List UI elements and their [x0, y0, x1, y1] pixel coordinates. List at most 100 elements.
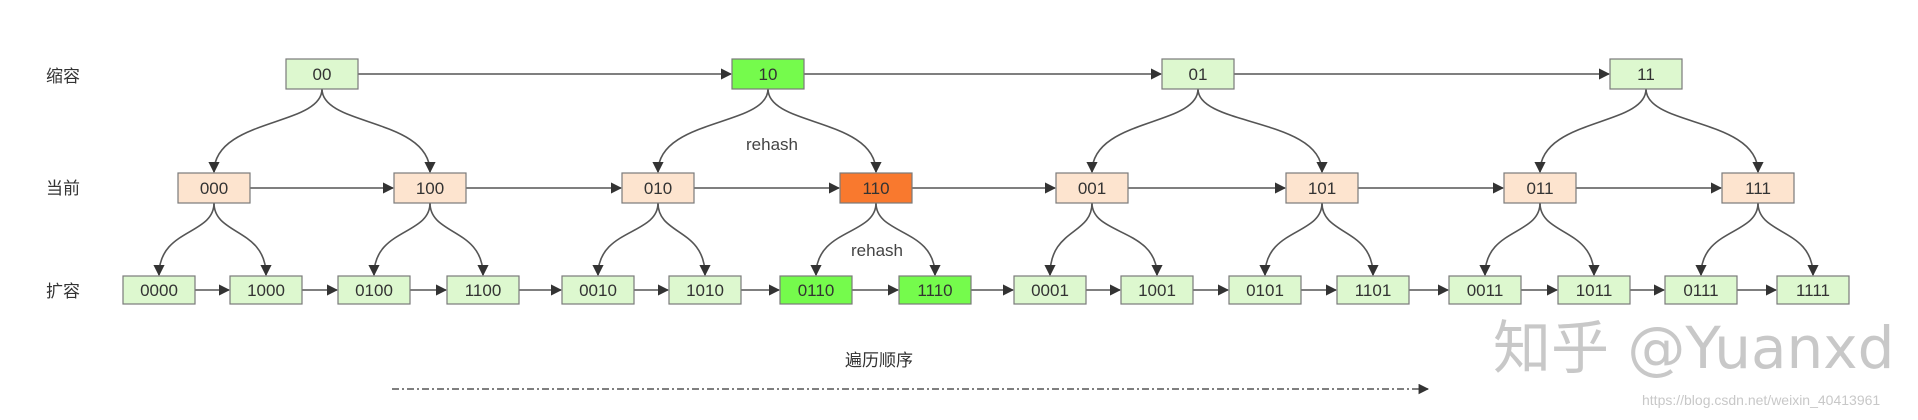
- edge-shrink-to-current: [652, 88, 769, 174]
- row-label-current: 当前: [46, 179, 80, 199]
- node-box: [1721, 172, 1795, 204]
- node-current-111: 111: [1721, 172, 1795, 204]
- edge-current-to-expand: [592, 202, 659, 277]
- node-current-011: 011: [1503, 172, 1577, 204]
- node-label: 011: [1526, 179, 1553, 198]
- node-label: 1000: [247, 281, 285, 300]
- node-label: 1101: [1355, 281, 1392, 300]
- node-shrink-00: 00: [285, 58, 359, 90]
- edge-current-to-expand: [1091, 202, 1163, 277]
- node-shrink-01: 01: [1161, 58, 1235, 90]
- node-expand-0101: 0101: [1228, 275, 1302, 305]
- node-box: [839, 172, 913, 204]
- node-current-001: 001: [1055, 172, 1129, 204]
- node-expand-1101: 1101: [1336, 275, 1410, 305]
- node-box: [1557, 275, 1631, 305]
- node-box: [446, 275, 520, 305]
- node-expand-1100: 1100: [446, 275, 520, 305]
- node-current-110: 110: [839, 172, 913, 204]
- node-box: [177, 172, 251, 204]
- node-expand-1000: 1000: [229, 275, 303, 305]
- node-expand-0010: 0010: [561, 275, 635, 305]
- edge-shrink-to-current: [208, 88, 323, 174]
- node-box: [668, 275, 742, 305]
- node-box: [1161, 58, 1235, 90]
- node-box: [1609, 58, 1683, 90]
- node-label: 111: [1745, 179, 1771, 198]
- node-box: [1503, 172, 1577, 204]
- node-box: [1228, 275, 1302, 305]
- row-label-expand: 扩容: [46, 282, 80, 302]
- node-box: [1120, 275, 1194, 305]
- node-box: [561, 275, 635, 305]
- node-label: 0111: [1683, 281, 1718, 300]
- node-label: 100: [416, 179, 444, 198]
- node-label: 0101: [1246, 281, 1284, 300]
- node-label: 1001: [1138, 281, 1176, 300]
- node-label: 0100: [355, 281, 393, 300]
- edge-current-to-expand: [1479, 202, 1541, 277]
- node-label: 1011: [1576, 281, 1613, 300]
- node-expand-1110: 1110: [898, 275, 972, 305]
- node-expand-0110: 0110: [779, 275, 853, 305]
- node-box: [1285, 172, 1359, 204]
- node-box: [285, 58, 359, 90]
- node-label: 0000: [140, 281, 178, 300]
- node-box: [1336, 275, 1410, 305]
- node-current-100: 100: [393, 172, 467, 204]
- edge-current-to-expand: [213, 202, 272, 277]
- node-box: [621, 172, 695, 204]
- node-expand-1001: 1001: [1120, 275, 1194, 305]
- node-label: 0001: [1031, 281, 1069, 300]
- node-label: 00: [313, 65, 332, 84]
- edge-current-to-expand: [657, 202, 711, 277]
- edge-current-to-expand: [368, 202, 431, 277]
- edge-shrink-to-current: [1645, 88, 1764, 174]
- node-box: [779, 275, 853, 305]
- edge-current-to-expand: [810, 202, 877, 277]
- node-label: 1010: [686, 281, 724, 300]
- edge-current-to-expand: [1539, 202, 1600, 277]
- edge-current-to-expand: [1259, 202, 1323, 277]
- node-box: [1448, 275, 1522, 305]
- node-current-000: 000: [177, 172, 251, 204]
- node-expand-0000: 0000: [122, 275, 196, 305]
- node-expand-0001: 0001: [1013, 275, 1087, 305]
- node-label: 1111: [1796, 281, 1830, 300]
- node-box: [229, 275, 303, 305]
- watermark-url: https://blog.csdn.net/weixin_40413961: [1642, 392, 1880, 408]
- node-label: 1110: [917, 281, 952, 300]
- node-expand-0011: 0011: [1448, 275, 1522, 305]
- edge-shrink-to-current: [767, 88, 882, 174]
- edge-shrink-to-current: [1534, 88, 1647, 174]
- edge-current-to-expand: [875, 202, 941, 277]
- node-box: [1013, 275, 1087, 305]
- traversal-order-label: 遍历顺序: [845, 351, 913, 371]
- edge-current-to-expand: [153, 202, 215, 277]
- node-shrink-10: 10: [731, 58, 805, 90]
- rehash-annotation-top: rehash: [746, 135, 798, 154]
- node-expand-1010: 1010: [668, 275, 742, 305]
- node-label: 000: [200, 179, 228, 198]
- node-box: [731, 58, 805, 90]
- node-expand-1111: 1111: [1776, 275, 1850, 305]
- node-label: 10: [759, 65, 778, 84]
- edge-current-to-expand: [1757, 202, 1819, 277]
- node-label: 101: [1308, 179, 1336, 198]
- node-box: [1055, 172, 1129, 204]
- edge-shrink-to-current: [1086, 88, 1199, 174]
- edge-shrink-to-current: [321, 88, 436, 174]
- node-box: [337, 275, 411, 305]
- node-current-101: 101: [1285, 172, 1359, 204]
- node-box: [898, 275, 972, 305]
- edges-layer: [153, 68, 1819, 296]
- node-box: [1776, 275, 1850, 305]
- node-label: 001: [1078, 179, 1106, 198]
- node-box: [1664, 275, 1738, 305]
- node-label: 01: [1189, 65, 1208, 84]
- node-label: 0010: [579, 281, 617, 300]
- row-label-shrink: 缩容: [46, 67, 80, 87]
- edge-shrink-to-current: [1197, 88, 1328, 174]
- node-label: 110: [862, 179, 889, 198]
